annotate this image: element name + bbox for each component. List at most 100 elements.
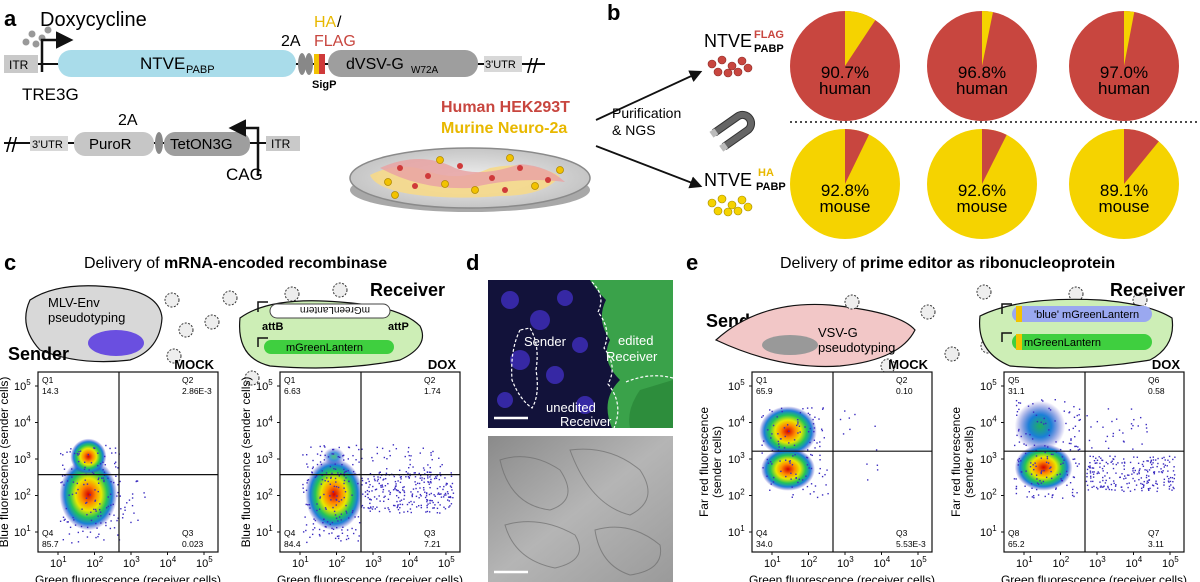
scatter-points [302,444,455,544]
unedited-label-1: unedited [546,400,596,415]
density-cluster [305,458,363,531]
y-axis-title-line2: (sender cells) [962,426,976,498]
cag-label: CAG [226,165,263,184]
pie-species-label: mouse [1098,197,1149,216]
y-tick-label: 101 [980,524,997,539]
q1-label: Q1 [284,375,296,385]
flag-particles-icon [707,55,753,78]
q2-value: 0.10 [896,386,913,396]
x-axis-title: Green fluorescence (receiver cells) [1001,573,1187,582]
q3-label: Q3 [182,528,194,538]
y-axis-title: Blue fluorescence (sender cells) [0,377,11,548]
attp-label: attP [388,321,409,333]
edit-site-mark [1016,306,1022,322]
two-a-ellipse-1 [298,53,306,75]
condition-tag: DOX [1152,357,1181,372]
y-tick-label: 102 [728,488,745,503]
human-cells-label: Human HEK293T [441,99,570,116]
pie-slice-minor [845,129,870,184]
cag-promoter-arrow-icon [228,119,260,176]
panel-d: d Sender edited Receiver unedited Receiv… [466,250,674,582]
itr-label: ITR [9,58,29,72]
q3-label: Q3 [896,528,908,538]
blue-mgl-box [1012,306,1152,322]
edited-label-2: Receiver [606,349,658,364]
magnet-icon [709,110,756,152]
mgl-label-e: mGreenLantern [1024,337,1101,349]
pie-slice-minor [1124,11,1135,66]
pie-percent-label: 97.0% [1100,63,1148,82]
ha-particles-icon [707,194,753,217]
q4-label: Q4 [756,528,768,538]
q4-value: 85.7 [42,539,59,549]
pie-chart: 90.7%human [790,11,900,121]
x-tick-label: 102 [87,555,104,570]
puror-box [74,132,154,156]
q2-value: 0.58 [1148,386,1165,396]
pie-percent-label: 92.8% [821,181,869,200]
panel-e-title: Delivery of prime editor as ribonucleopr… [780,255,1115,272]
y-tick-label: 101 [14,524,31,539]
y-tick-label: 103 [256,451,273,466]
murine-cells-label: Murine Neuro-2a [441,120,567,137]
receiver-label-e: Receiver [1110,280,1185,300]
sender-nucleus-e [762,335,818,355]
panel-b-letter: b [607,0,620,25]
panel-a-letter: a [4,6,17,31]
y-tick-label: 102 [980,488,997,503]
x-tick-label: 103 [365,555,382,570]
pseudotyping-label: pseudotyping [48,310,125,325]
x-tick-label: 104 [402,555,419,570]
q1-value: 31.1 [1008,386,1025,396]
teton-label: TetON3G [170,136,233,153]
x-tick-label: 102 [329,555,346,570]
ntve-box [58,50,296,77]
utr-label-2: 3'UTR [32,139,63,151]
pie-slice-minor [1124,129,1159,184]
purification-label: Purification [612,105,681,121]
x-tick-label: 103 [123,555,140,570]
q1-label: Q5 [1008,375,1020,385]
receiver-label-c: Receiver [370,280,445,300]
q4-label: Q4 [284,528,296,538]
ntve-ha-label: NTVE [704,170,752,190]
panel-c: c Delivery of mRNA-encoded recombinase M… [0,250,463,582]
pie-species-label: human [956,79,1008,98]
q4-label: Q4 [42,528,54,538]
itr-box-2 [266,136,300,151]
x-axis-title: Green fluorescence (receiver cells) [749,573,935,582]
unedited-receiver-region [629,380,673,428]
pie-species-label: mouse [819,197,870,216]
q1-value: 6.63 [284,386,301,396]
pie-species-label: mouse [956,197,1007,216]
unedited-label-2: Receiver [560,414,612,429]
tre3g-promoter-arrow-icon [40,31,74,72]
x-tick-label: 102 [1053,555,1070,570]
flow-plot-c-dox: DOXQ16.63Q21.74Q484.4Q37.211011011021021… [239,357,463,582]
q4-label: Q8 [1008,528,1020,538]
panel-d-letter: d [466,250,479,275]
x-axis-title: Green fluorescence (receiver cells) [35,573,221,582]
y-tick-label: 103 [728,451,745,466]
dvsvg-box [328,50,478,77]
mgl-label-c: mGreenLantern [286,342,363,354]
sender-label-c: Sender [8,344,69,364]
density-cluster [761,447,815,491]
edited-outline [591,281,619,429]
mgl-reversed-box [269,303,391,319]
q3-label: Q3 [424,528,436,538]
flag-tag-box [319,54,325,74]
flow-plot-e-mock: MOCKQ165.9Q20.10Q434.0Q35.53E-3101101102… [697,357,935,582]
dvsvg-sub-label: W72A [411,65,439,76]
mgl-box-c [264,340,394,354]
q2-label: Q2 [424,375,436,385]
condition-tag: DOX [428,357,457,372]
receiver-promoter-e2-icon [1001,332,1012,342]
x-tick-label: 101 [50,555,67,570]
two-a-ellipse-3 [155,132,163,154]
scatter-points [1013,399,1176,499]
pie-species-label: human [819,79,871,98]
y-tick-label: 105 [728,378,745,393]
y-axis-title-line1: Far red fluorescence [697,407,711,517]
two-a-ellipse-2 [305,53,313,75]
